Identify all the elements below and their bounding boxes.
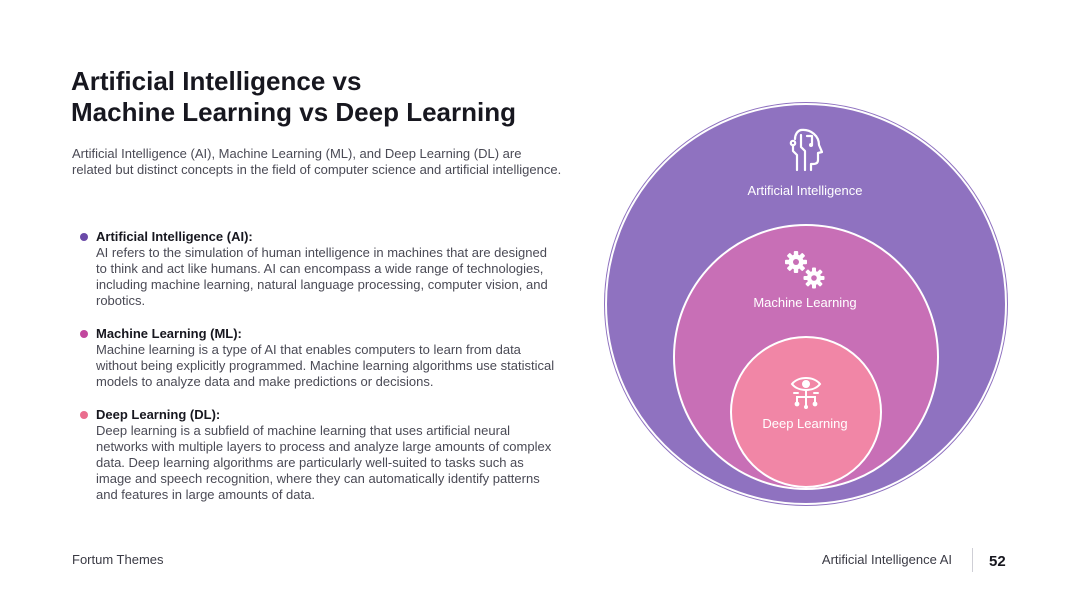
gears-icon — [785, 251, 825, 289]
title-line-1: Artificial Intelligence vs — [71, 66, 362, 96]
page-number: 52 — [989, 553, 1006, 570]
list-item-ai: Artificial Intelligence (AI): AI refers … — [80, 229, 560, 309]
item-body-ai: AI refers to the simulation of human int… — [96, 245, 548, 308]
eye-circuit-icon — [790, 377, 822, 409]
page-title: Artificial Intelligence vs Machine Learn… — [71, 66, 591, 128]
definition-list: Artificial Intelligence (AI): AI refers … — [80, 229, 560, 503]
label-artificial-intelligence: Artificial Intelligence — [747, 183, 863, 198]
item-body-ml: Machine learning is a type of AI that en… — [96, 342, 555, 389]
robot-head-icon — [789, 128, 823, 172]
label-machine-learning: Machine Learning — [753, 295, 857, 310]
list-item-ml: Machine Learning (ML): Machine learning … — [80, 326, 560, 390]
intro-paragraph: Artificial Intelligence (AI), Machine Le… — [72, 146, 562, 177]
label-deep-learning: Deep Learning — [762, 416, 848, 431]
footer-divider — [972, 548, 973, 572]
list-item-dl: Deep Learning (DL): Deep learning is a s… — [80, 407, 560, 503]
item-heading-ai: Artificial Intelligence (AI): — [96, 229, 253, 244]
bullet-dot-dl — [80, 411, 88, 419]
item-heading-dl: Deep Learning (DL): — [96, 407, 221, 422]
bullet-dot-ai — [80, 233, 88, 241]
title-line-2: Machine Learning vs Deep Learning — [71, 97, 516, 127]
item-body-dl: Deep learning is a subfield of machine l… — [96, 423, 552, 502]
footer-section: Artificial Intelligence AI — [821, 552, 952, 567]
circle-deep-learning — [730, 336, 882, 488]
item-heading-ml: Machine Learning (ML): — [96, 326, 242, 341]
footer-brand: Fortum Themes — [72, 552, 164, 567]
bullet-dot-ml — [80, 330, 88, 338]
